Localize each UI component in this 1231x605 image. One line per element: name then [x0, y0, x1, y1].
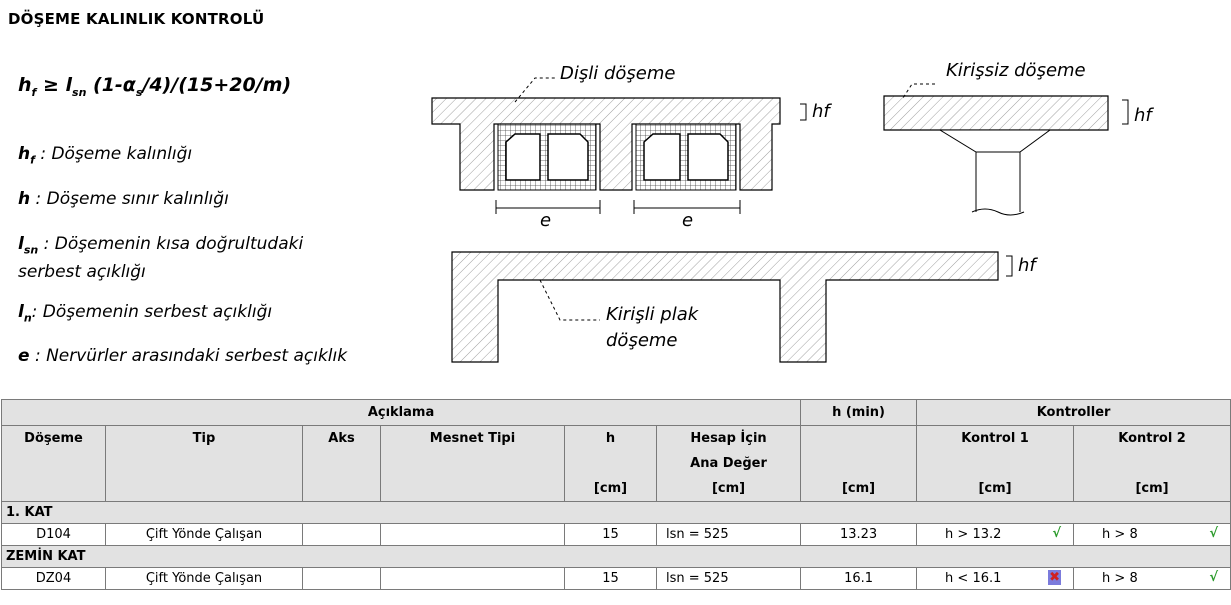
label-kirissiz: Kirişsiz döşeme — [946, 60, 1086, 81]
ribbed-slab-drawing — [431, 77, 807, 214]
label-hf-1: hf — [812, 101, 832, 122]
col-k2: Kontrol 2 [cm] — [1073, 425, 1231, 502]
check-icon: √ — [1052, 526, 1062, 541]
col-k1: Kontrol 1 [cm] — [916, 425, 1075, 502]
col-tip: Tip — [105, 425, 303, 502]
group-kontroller: Kontroller — [916, 399, 1231, 426]
col-mesnet: Mesnet Tipi — [380, 425, 565, 502]
table-row: D104 Çift Yönde Çalışan 15 lsn = 525 13.… — [1, 523, 1231, 546]
col-hmin-unit: [cm] — [800, 425, 918, 502]
thickness-table: Açıklama h (min) Kontroller Döşeme Tip A… — [0, 399, 1231, 590]
def-h: h : Döşeme sınır kalınlığı — [18, 189, 229, 209]
label-e-1: e — [540, 210, 551, 231]
section-row: ZEMİN KAT — [0, 545, 1231, 568]
section-diagram: Dişli döşeme hf e e Kirişsiz döşeme hf K… — [431, 60, 1154, 363]
page-title: DÖŞEME KALINLIK KONTROLÜ — [8, 10, 265, 28]
label-e-2: e — [682, 210, 693, 231]
table-row: DZ04 Çift Yönde Çalışan 15 lsn = 525 16.… — [1, 567, 1231, 590]
label-hf-2: hf — [1134, 105, 1154, 126]
group-hmin: h (min) — [800, 399, 918, 426]
section-row: 1. KAT — [0, 501, 1231, 524]
formula: hf ≥ lsn (1-αs/4)/(15+20/m) — [18, 74, 292, 99]
label-kirisli-1: Kirişli plak — [606, 304, 700, 325]
label-disli: Dişli döşeme — [560, 63, 675, 84]
cross-icon: ✖ — [1048, 570, 1062, 585]
col-h: h [cm] — [564, 425, 657, 502]
def-e: e : Nervürler arasındaki serbest açıklık — [18, 346, 348, 366]
beam-slab-drawing — [451, 251, 1013, 363]
col-doseme: Döşeme — [1, 425, 106, 502]
flat-slab-drawing — [883, 83, 1129, 216]
def-hf: hf : Döşeme kalınlığı — [18, 144, 193, 167]
label-kirisli-2: döşeme — [606, 330, 678, 351]
label-hf-3: hf — [1018, 255, 1038, 276]
check-icon: √ — [1209, 570, 1219, 585]
group-aciklama: Açıklama — [0, 399, 802, 426]
def-ln: ln: Döşemenin serbest açıklığı — [18, 302, 273, 325]
check-icon: √ — [1209, 526, 1219, 541]
col-aks: Aks — [302, 425, 381, 502]
